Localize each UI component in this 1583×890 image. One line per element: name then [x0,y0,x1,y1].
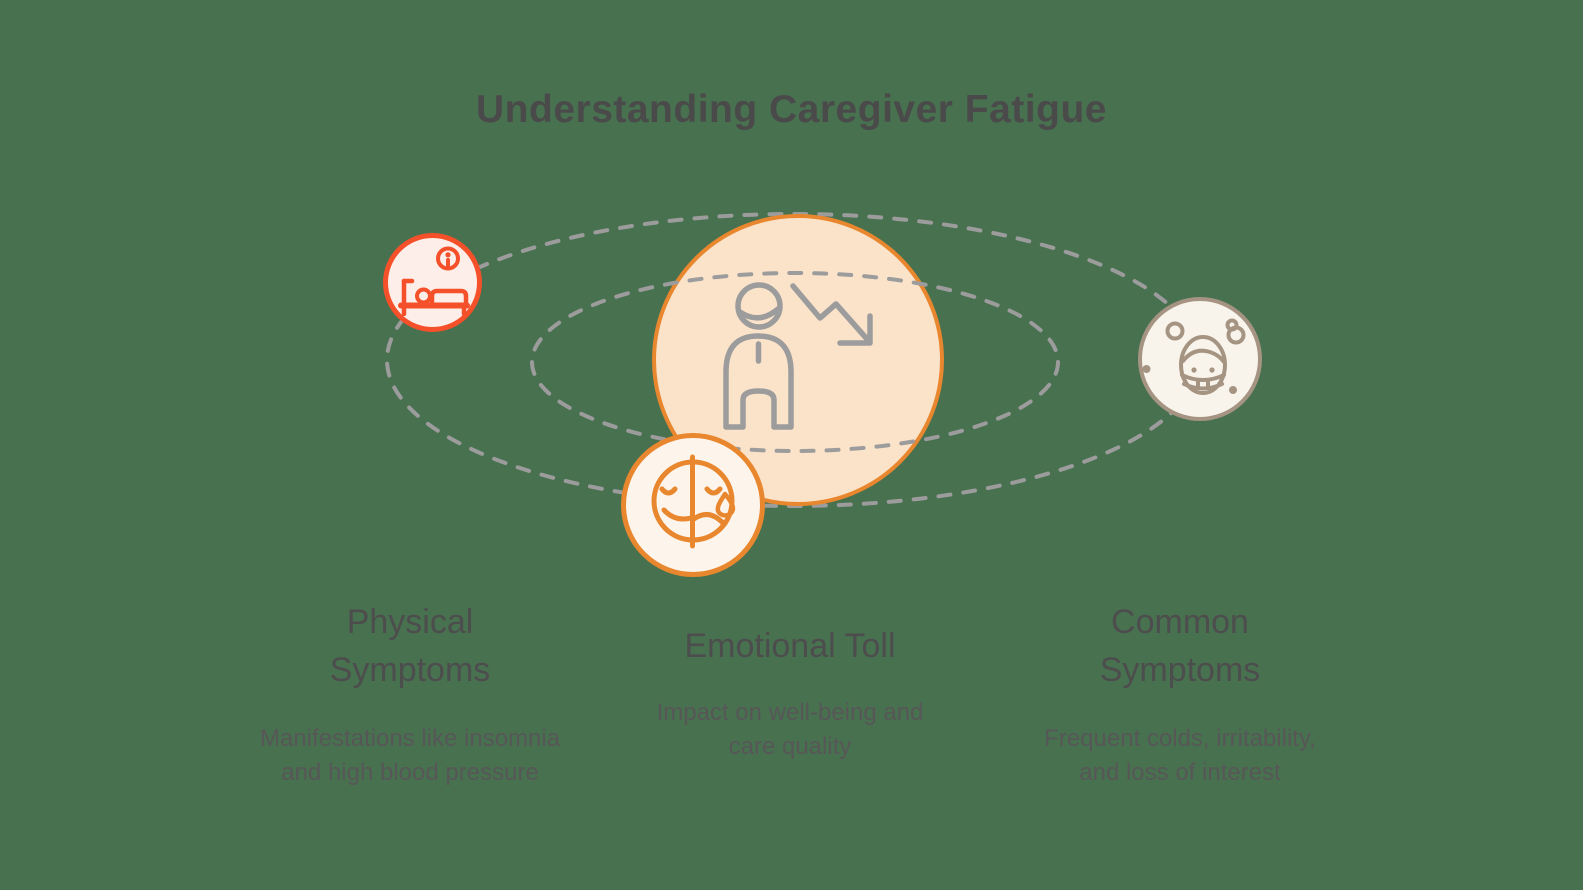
bed-insomnia-icon [395,244,471,321]
physical-symptoms-circle [383,233,482,332]
sick-mask-face-icon [1140,302,1260,417]
half-sad-face-tear-icon [637,448,749,563]
page-title: Understanding Caregiver Fatigue [476,88,1107,132]
emotional-toll-description: Impact on well-being and care quality [656,699,924,760]
emotional-toll-section: Emotional Toll Impact on well-being and … [640,622,940,764]
physical-symptoms-heading: Physical Symptoms [329,603,491,689]
common-symptoms-circle [1138,297,1262,421]
common-symptoms-heading: Common Symptoms [1099,603,1261,689]
physical-symptoms-description: Manifestations like insomnia and high bl… [259,725,561,786]
physical-symptoms-section: Physical Symptoms Manifestations like in… [235,598,585,790]
caregiver-decline-icon [708,272,888,449]
common-symptoms-section: Common Symptoms Frequent colds, irritabi… [1005,598,1355,790]
emotional-toll-circle [621,433,765,577]
common-symptoms-description: Frequent colds, irritability, and loss o… [1044,725,1316,786]
emotional-toll-heading: Emotional Toll [684,627,896,665]
